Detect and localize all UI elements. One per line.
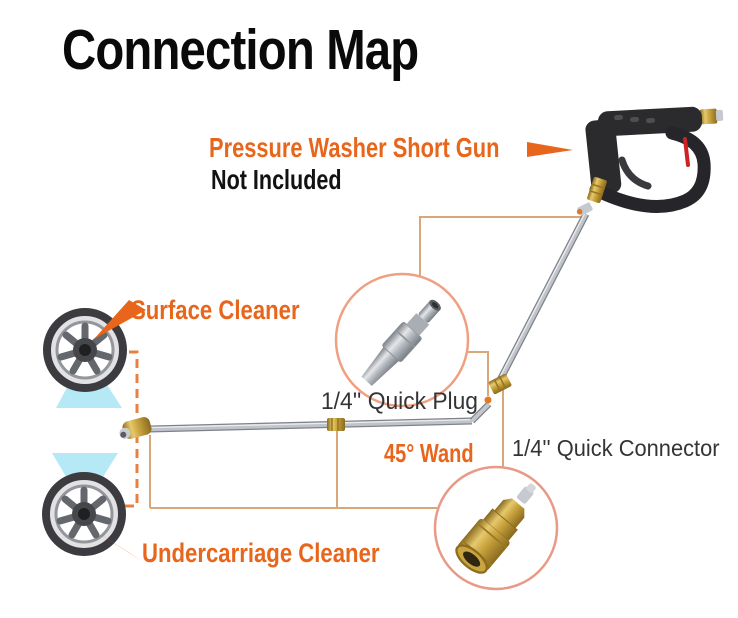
wand-union-fitting (327, 418, 345, 431)
wand-label: 45° Wand (384, 438, 474, 468)
wand-elbow-fitting (119, 417, 152, 439)
gun-label: Pressure Washer Short Gun (209, 132, 500, 163)
undercarriage-cleaner-arrow-icon (83, 523, 143, 562)
gun-arrow-icon (527, 142, 573, 157)
extension-wand-plug-tip (576, 202, 593, 216)
quick-plug-image (361, 299, 441, 386)
pressure-washer-gun-image (585, 106, 724, 213)
wand-plug-tip (484, 396, 492, 404)
undercarriage-cleaner-label: Undercarriage Cleaner (142, 538, 380, 568)
quick-plug-zoom (334, 272, 470, 408)
extension-wand-connector-fitting (488, 373, 512, 395)
surface-cleaner-label: Surface Cleaner (131, 295, 300, 325)
extension-wand-image (488, 202, 593, 395)
page-title: Connection Map (62, 18, 419, 82)
45-degree-wand-image (119, 396, 492, 439)
surface-cleaner-image (43, 308, 127, 392)
surface-cleaner-arrow-icon (94, 300, 146, 339)
quick-plug-label: 1/4'' Quick Plug (321, 388, 478, 415)
gun-trigger-lock (683, 137, 690, 167)
callout-lines (149, 216, 581, 509)
undercarriage-cleaner-image (42, 472, 126, 556)
gun-not-included-note: Not Included (211, 164, 342, 195)
quick-connector-label: 1/4'' Quick Connector (512, 435, 720, 461)
quick-connector-zoom (433, 465, 559, 591)
gun-outlet-fitting (587, 176, 607, 204)
quick-connector-image (455, 483, 536, 574)
